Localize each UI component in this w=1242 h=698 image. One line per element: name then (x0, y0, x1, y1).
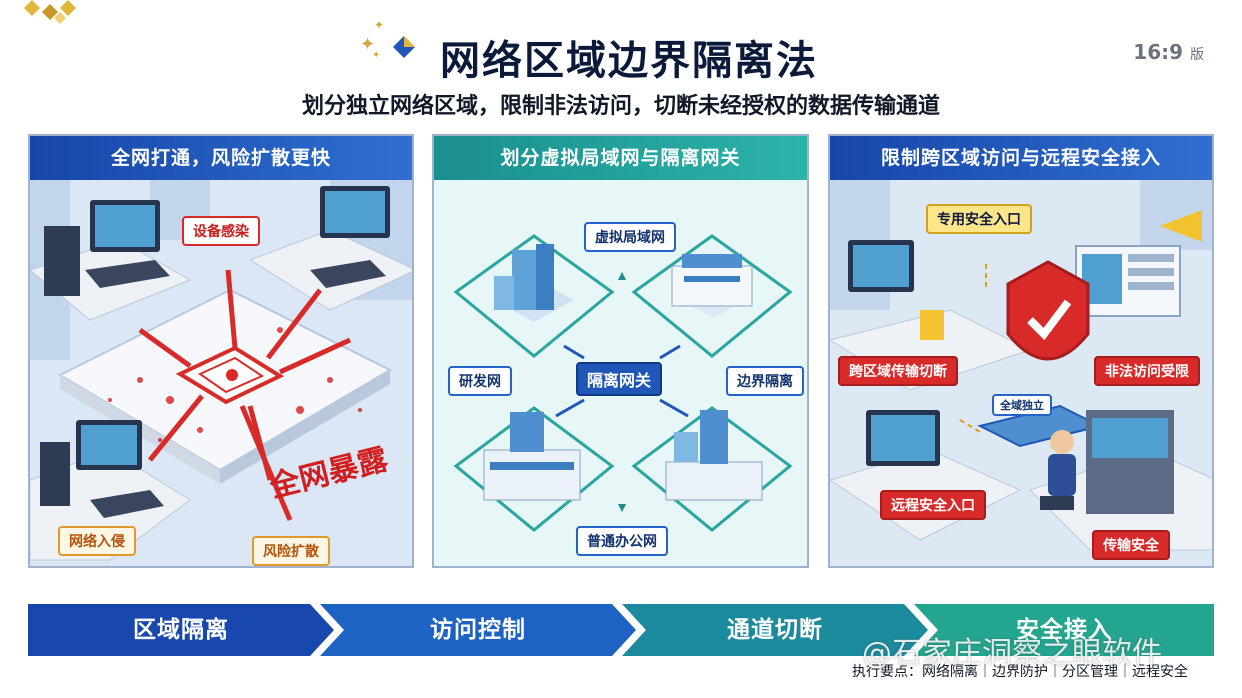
footer-note: 执行要点：网络隔离｜边界防护｜分区管理｜远程安全 (852, 664, 1188, 680)
risk-illustration (30, 180, 412, 566)
panel-illustration: 虚拟局域网 研发网 隔离网关 边界隔离 普通办公网 (434, 180, 807, 566)
label-transfer-secure: 传输安全 (1092, 530, 1170, 560)
label-intrusion: 网络入侵 (58, 526, 136, 556)
page-title: 网络区域边界隔离法 (440, 38, 818, 84)
step-zone-isolation: 区域隔离 (28, 604, 334, 656)
step-access-control: 访问控制 (320, 604, 636, 656)
building-icon (483, 412, 581, 501)
shield-check-icon (1006, 260, 1090, 361)
label-domain-independent: 全域独立 (992, 394, 1052, 416)
diamond-icon (393, 36, 415, 58)
step-secure-access: 安全接入 (914, 604, 1214, 656)
label-cross-cut: 跨区域传输切断 (838, 356, 958, 386)
label-boundary: 边界隔离 (726, 366, 804, 396)
label-risk-spread: 风险扩散 (252, 536, 330, 566)
computer-icon (866, 410, 940, 466)
building-icon (671, 254, 753, 318)
label-rnd: 研发网 (448, 366, 512, 396)
label-remote-entry: 远程安全入口 (880, 490, 986, 520)
label-dedicated-entry: 专用安全入口 (926, 204, 1032, 234)
title-bar: 网络区域边界隔离法 16:9 版 (0, 18, 1242, 84)
sparkle-icon: ✦ (360, 34, 376, 55)
computer-icon (310, 186, 390, 288)
server-icon (1086, 410, 1174, 514)
panel-remote-access: 限制跨区域访问与远程安全接入 (828, 134, 1214, 568)
label-device-infected: 设备感染 (182, 216, 260, 246)
panel-risk-spread: 全网打通，风险扩散更快 (28, 134, 414, 568)
sparkle-icon: ✦ (374, 18, 385, 32)
label-vlan: 虚拟局域网 (584, 222, 676, 252)
person-icon (1040, 430, 1076, 510)
arrow-icon (1160, 210, 1202, 242)
subtitle: 划分独立网络区域，限制非法访问，切断未经授权的数据传输通道 (301, 94, 940, 119)
panel-illustration: 设备感染 全网暴露 网络入侵 风险扩散 (30, 180, 412, 566)
chip-icon (175, 345, 285, 405)
computer-icon (40, 420, 164, 518)
label-illegal-limited: 非法访问受限 (1094, 356, 1200, 386)
watermark: @石家庄洞察之眼软件 (862, 636, 1162, 671)
building-icon (665, 410, 763, 501)
panel-heading: 限制跨区域访问与远程安全接入 (830, 136, 1212, 180)
label-office: 普通办公网 (576, 526, 668, 556)
building-icon (494, 244, 574, 322)
server-icon (1075, 245, 1181, 317)
panel-illustration: 专用安全入口 跨区域传输切断 非法访问受限 全域独立 远程安全入口 传输安全 (830, 180, 1212, 566)
panel-heading: 全网打通，风险扩散更快 (30, 136, 412, 180)
panel-heading: 划分虚拟局域网与隔离网关 (434, 136, 807, 180)
format-suffix: 版 (1190, 47, 1204, 63)
step-channel-cut: 通道切断 (622, 604, 928, 656)
sparkle-icon: ✦ (372, 50, 381, 61)
label-gateway: 隔离网关 (576, 362, 663, 396)
format-label: 16:9 (1133, 40, 1184, 64)
panel-vlan-gateway: 划分虚拟局域网与隔离网关 (432, 134, 809, 568)
attack-arrows (138, 269, 352, 521)
process-steps: 区域隔离 访问控制 通道切断 安全接入 (28, 604, 1214, 656)
computer-icon (44, 200, 170, 296)
computer-icon (848, 240, 944, 340)
format-badge: 16:9 版 (1133, 40, 1204, 64)
diamond-logo-icon (24, 0, 76, 24)
